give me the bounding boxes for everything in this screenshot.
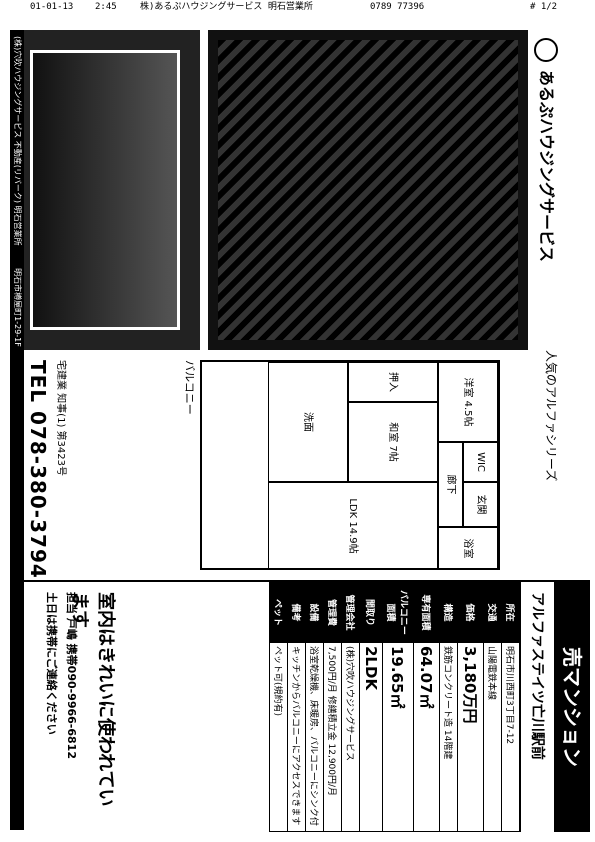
flyer-sheet: あるぷハウジングサービス 人気のアルファシリーズ 洋室 4.5帖 WIC 玄関 …: [10, 30, 590, 832]
spec-key: ペット: [269, 582, 288, 643]
spec-key: 管理費: [323, 582, 342, 643]
agency-name: あるぷハウジングサービス: [537, 70, 556, 263]
room-hall: 廊下: [438, 442, 463, 527]
fax-page: # 1/2: [530, 2, 558, 12]
spec-row: ペットペット可(規約有): [269, 582, 288, 832]
footer-bar: (株)穴吹ハウジングサービス 不動産(リバーク) 明石営業所 明石市樽屋町1-2…: [10, 30, 24, 830]
room-western-1: 洋室 4.5帖: [438, 362, 498, 442]
footer-company: (株)穴吹ハウジングサービス 不動産(リバーク) 明石営業所: [13, 36, 22, 246]
room-closet: 押入: [348, 362, 438, 402]
spec-key: 専有面積: [413, 582, 440, 643]
spec-key: 備考: [287, 582, 306, 643]
fax-date: 01-01-13: [30, 2, 74, 12]
room-bath: 浴室: [438, 527, 498, 570]
fax-sender: 株)あるぷハウジングサービス 明石営業所: [140, 2, 313, 12]
spec-value: 64.07㎡: [413, 642, 440, 832]
room-japanese: 和室 7帖: [348, 402, 438, 482]
fax-time: 2:45: [95, 2, 117, 12]
balcony-label: バルコニー: [183, 360, 196, 415]
spec-value: 2LDK: [359, 642, 383, 832]
spec-key: 構造: [439, 582, 458, 643]
spec-value: キッチンからバルコニーにアクセスできます: [287, 642, 306, 832]
fax-number: 0789 77396: [370, 2, 425, 12]
spec-value: (株)穴吹ハウジングサービス: [341, 642, 360, 832]
agent-weekend-note: 土日は携帯にご連絡ください: [45, 592, 58, 735]
phone-number: TEL 078-380-3794: [26, 360, 50, 579]
spec-value: 3,180万円: [457, 642, 484, 832]
footer-address: 明石市樽屋町1-29-1F: [13, 268, 22, 347]
spec-value: 鉄筋コンクリート造 14階建: [439, 642, 458, 832]
agent-contact: 担当 戸嶋 携帯090-9966-6812: [65, 592, 78, 759]
spec-row: 備考キッチンからバルコニーにアクセスできます: [287, 582, 306, 832]
spec-key: バルコニー面積: [382, 582, 414, 643]
spec-key: 間取り: [359, 582, 383, 643]
room-ldk: LDK 14.9帖: [268, 482, 438, 570]
building-photo: [208, 30, 528, 350]
floor-plan: 洋室 4.5帖 WIC 玄関 浴室 廊下 押入 和室 7帖 LDK 14.9帖 …: [200, 360, 500, 570]
property-name: アルファステイツ亡川駅前: [520, 582, 554, 832]
spec-key: 価格: [457, 582, 484, 643]
room-wic: WIC: [463, 442, 498, 482]
spec-value: 19.65㎡: [382, 642, 414, 832]
spec-row: 交通山陽電鉄本線: [483, 582, 502, 832]
room-washroom: 洗面: [268, 362, 348, 482]
spec-row: 設備浴室乾燥機、床暖房、バルコニーにシンク付: [305, 582, 324, 832]
spec-value: 山陽電鉄本線: [483, 642, 502, 832]
room-entrance: 玄関: [463, 482, 498, 527]
license-text: 宅建業 知事(1) 第3423号: [55, 360, 66, 476]
spec-row: 管理会社(株)穴吹ハウジングサービス: [341, 582, 360, 832]
spec-value: 明石市川西町3丁目7-12: [501, 642, 520, 832]
spec-row: 構造鉄筋コンクリート造 14階建: [439, 582, 458, 832]
series-label: 人気のアルファシリーズ: [544, 350, 558, 482]
interior-photo: [10, 30, 200, 350]
fax-header: 01-01-13 2:45 株)あるぷハウジングサービス 明石営業所 0789 …: [0, 0, 595, 14]
sale-title: 売マンション: [554, 582, 590, 832]
spec-value: ペット可(規約有): [269, 642, 288, 832]
spec-value: 7,500円/月 修繕積立金 12,900円/月: [323, 642, 342, 832]
spec-key: 所在: [501, 582, 520, 643]
spec-key: 交通: [483, 582, 502, 643]
spec-value: 浴室乾燥機、床暖房、バルコニーにシンク付: [305, 642, 324, 832]
spec-row: 所在明石市川西町3丁目7-12: [501, 582, 520, 832]
spec-key: 設備: [305, 582, 324, 643]
spec-key: 管理会社: [341, 582, 360, 643]
